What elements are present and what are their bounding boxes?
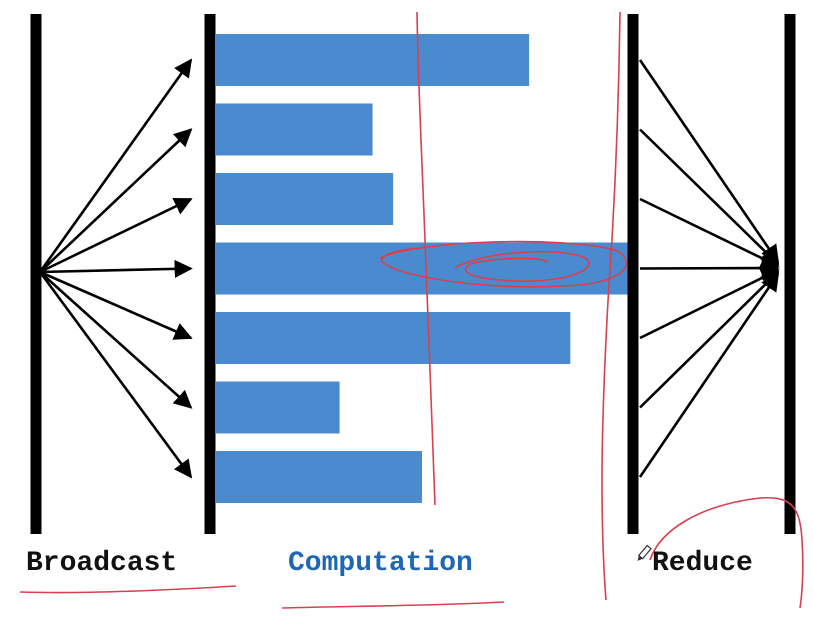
broadcast-arrow-6 [39,271,193,409]
annotation-line-left [416,11,436,506]
annotation-curve-reduce [649,496,804,609]
task-bar-6 [216,381,340,434]
reduce-arrow-4 [639,258,780,278]
task-bar-5 [216,312,571,364]
annotation-underline-broadcast [19,585,237,594]
task-bar-7 [216,451,422,503]
reduce-arrow-7 [638,272,780,478]
broadcast-arrow-1 [38,58,193,273]
reduce-arrow-2 [639,128,780,266]
task-bars [216,34,628,503]
barriers [30,14,796,534]
computation-label: Computation [288,548,473,579]
reduce-label: Reduce [652,548,753,579]
reduce-arrow-5 [639,268,780,340]
task-bar-2 [216,103,373,156]
broadcast-label: Broadcast [26,548,178,579]
broadcast-arrow-5 [39,270,193,340]
annotation-line-right [601,11,621,601]
annotation-underline-computation [281,601,505,609]
reduce-arrow-3 [639,197,780,268]
annotation-circle-big [379,240,628,288]
pen-icon [637,544,652,561]
task-bar-4 [216,242,628,295]
hand-drawn-annotations [19,11,804,609]
annotation-circle-small [454,250,590,282]
task-bar-3 [216,173,394,225]
broadcast-arrow-7 [38,271,193,479]
broadcast-arrow-4 [39,259,193,278]
task-bar-1 [216,34,530,86]
broadcast-arrow-3 [39,197,193,274]
broadcast-arrow-2 [39,128,193,273]
arrows [38,58,780,479]
reduce-arrow-1 [638,59,780,264]
reduce-arrow-6 [639,270,780,409]
